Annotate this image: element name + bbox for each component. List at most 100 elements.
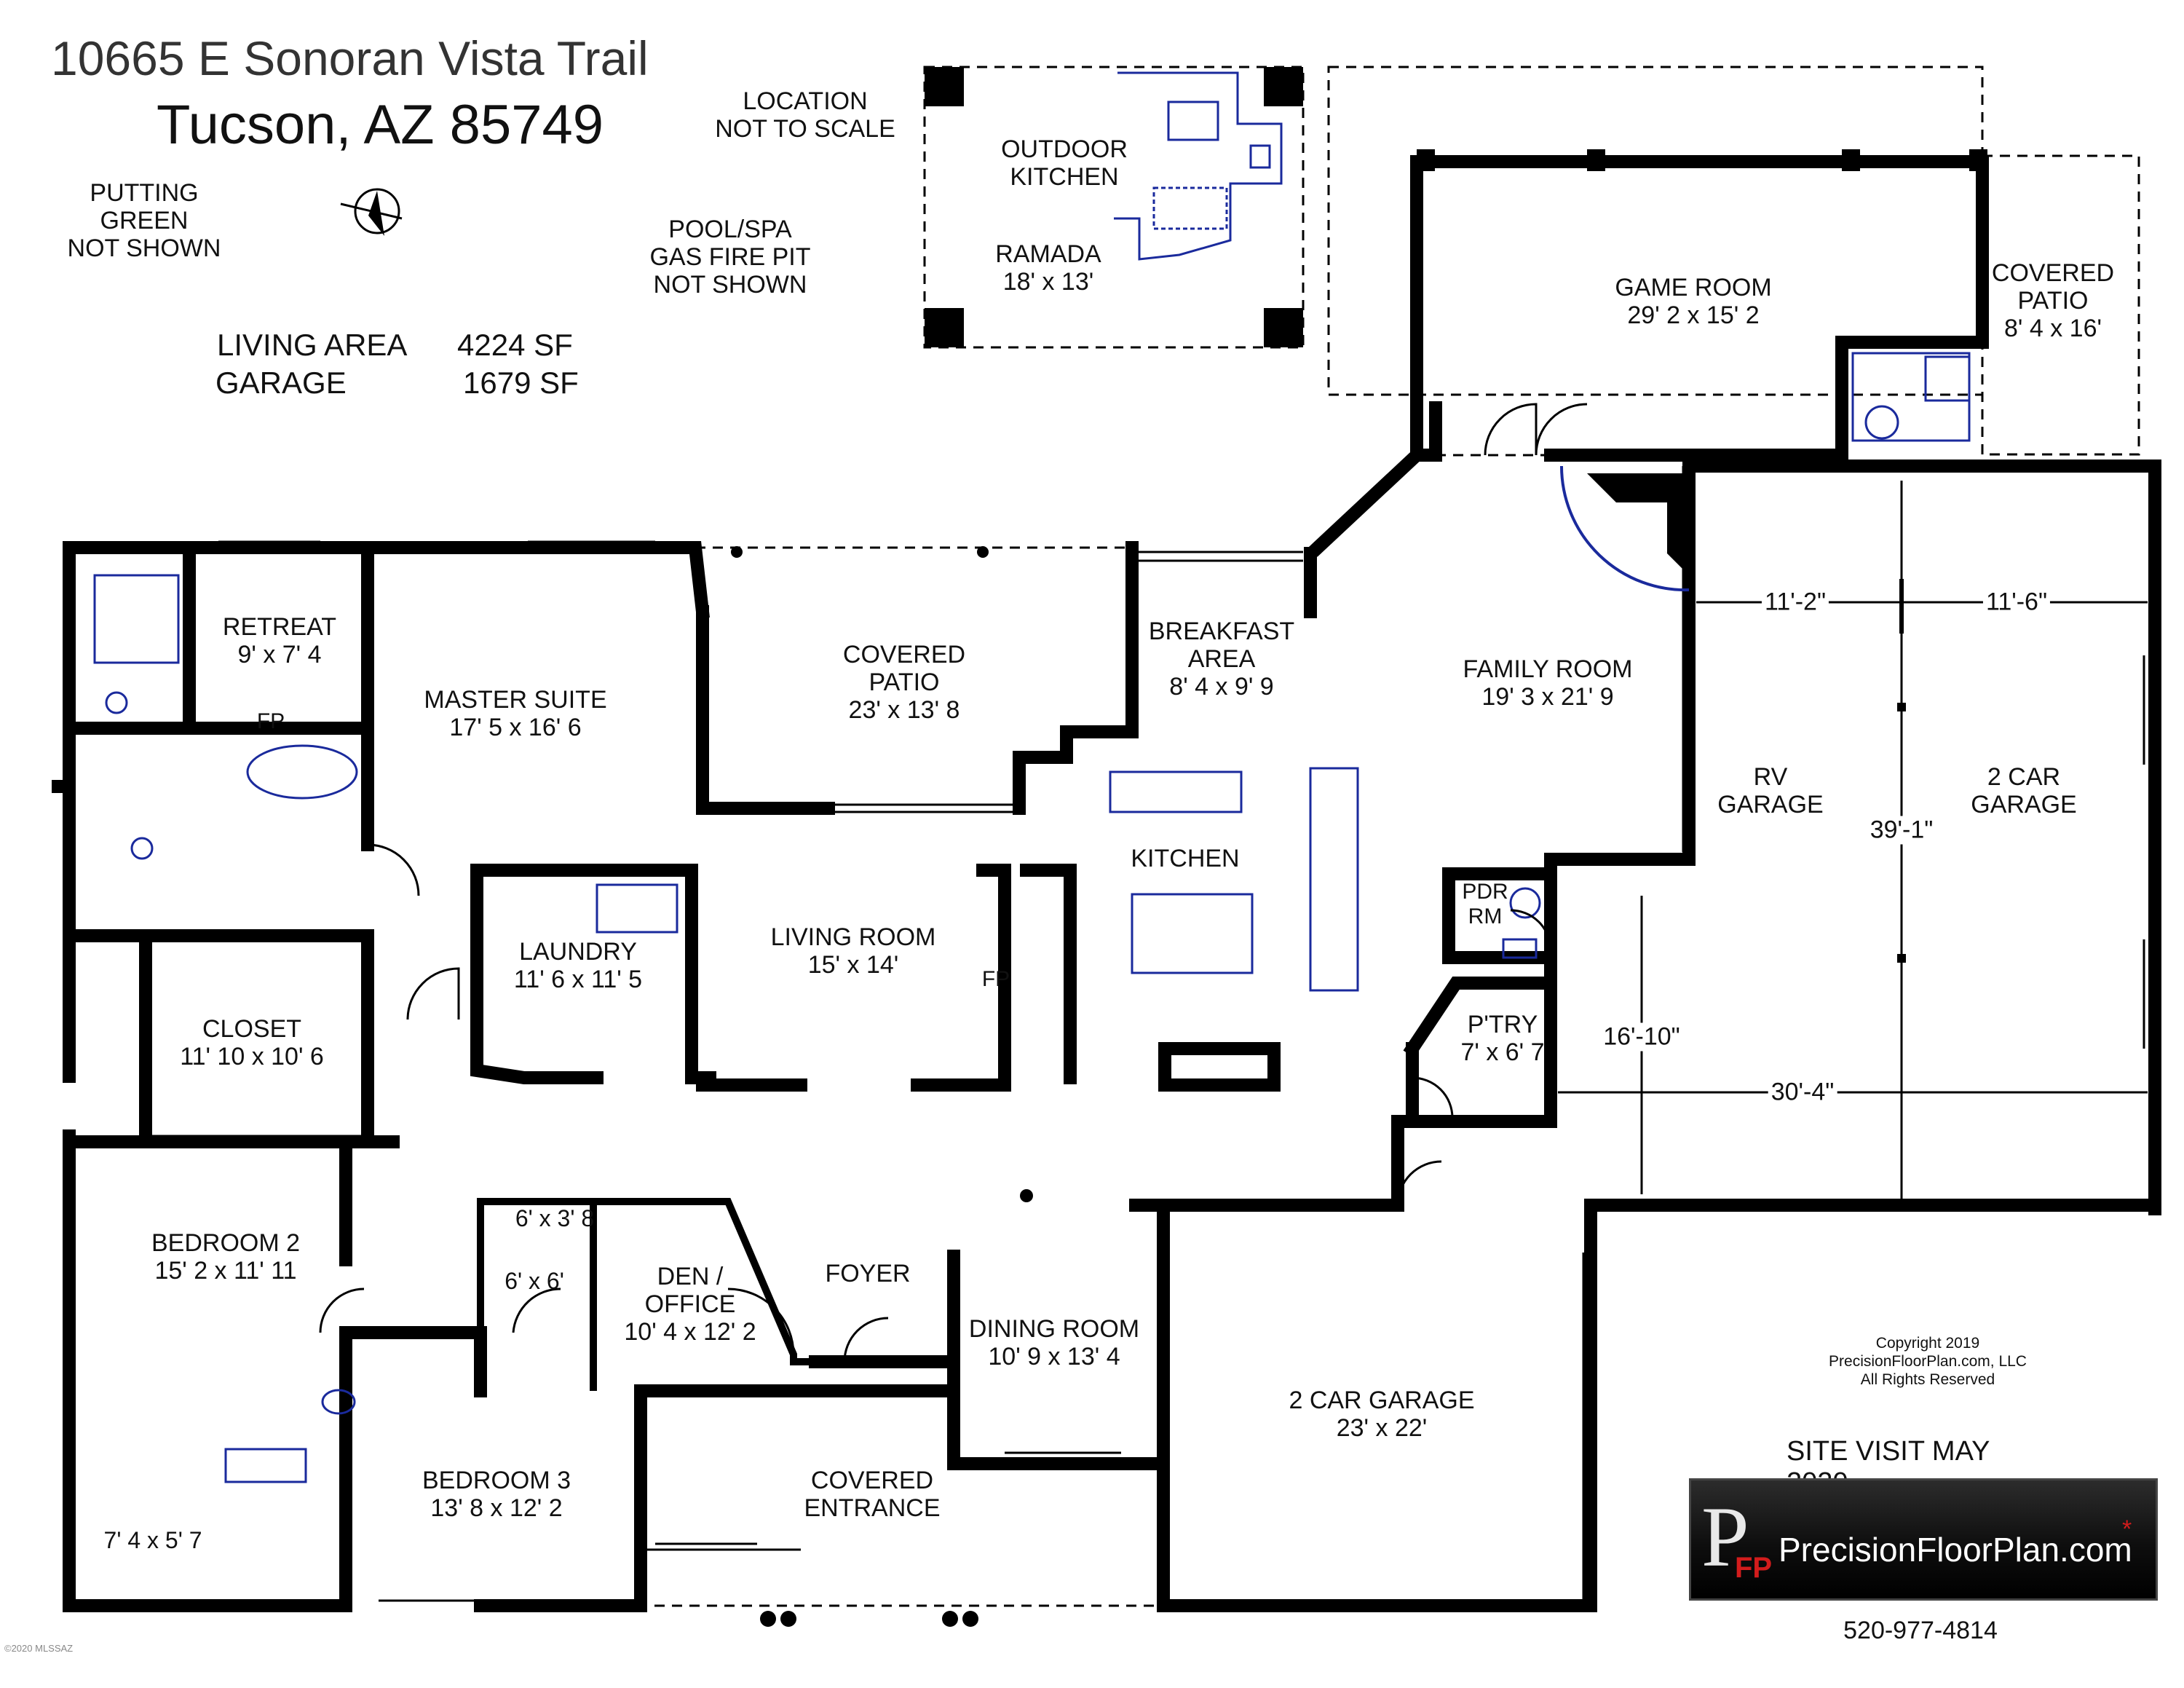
room-name: 2 CAR (1987, 763, 2061, 791)
room-label-breakfast-area: BREAKFAST AREA 8' 4 x 9' 9 (1149, 618, 1294, 701)
copyright-line: Copyright 2019 (1875, 1335, 1980, 1352)
room-label-bedroom-2: BEDROOM 2 15' 2 x 11' 11 (151, 1229, 300, 1285)
room-name: RAMADA (995, 240, 1101, 268)
room-dim: 11' 6 x 11' 5 (513, 966, 643, 994)
room-name: GARAGE (1971, 791, 2077, 819)
room-name: COVERED (810, 1467, 934, 1494)
room-label-game-room: GAME ROOM 29' 2 x 15' 2 (1615, 274, 1771, 329)
garage-total-width-dimension: 30'-4" (1768, 1078, 1837, 1107)
doors (319, 403, 1588, 1362)
location-note: LOCATION NOT TO SCALE (715, 87, 895, 143)
room-name: PDR (1462, 880, 1508, 904)
room-name: BEDROOM 3 (422, 1467, 571, 1494)
room-name: P'TRY (1467, 1011, 1538, 1038)
room-name: RV (1753, 763, 1788, 791)
room-label-covered-patio: COVERED PATIO 23' x 13' 8 (843, 641, 965, 724)
putting-note-line: PUTTING (90, 179, 199, 207)
pool-note-line: NOT SHOWN (653, 271, 807, 299)
garage-area-label: GARAGE (215, 366, 347, 400)
family-room-fireplace (1560, 465, 1690, 592)
room-name: 7' 4 x 5' 7 (103, 1527, 202, 1553)
room-name: BEDROOM 2 (151, 1229, 301, 1257)
putting-green-note: PUTTING GREEN NOT SHOWN (68, 179, 221, 262)
room-label-closet-small-2: 6' x 6' (505, 1268, 564, 1295)
room-name: PATIO (2017, 287, 2089, 315)
brand-logo[interactable]: P FP PrecisionFloorPlan.com * (1689, 1478, 2158, 1601)
rv-width-dimension: 11'-2" (1761, 588, 1829, 617)
room-name: ENTRANCE (804, 1494, 941, 1523)
room-label-family-room: FAMILY ROOM 19' 3 x 21' 9 (1463, 655, 1632, 711)
room-name: 6' x 6' (505, 1268, 564, 1294)
room-name: FOYER (825, 1260, 911, 1287)
room-label-covered-patio-east: COVERED PATIO 8' 4 x 16' (1992, 259, 2114, 342)
room-label-covered-entrance: COVERED ENTRANCE (804, 1467, 940, 1522)
room-name: RETREAT (222, 613, 337, 641)
pool-note-line: POOL/SPA (668, 216, 792, 243)
room-dim: 7' x 6' 7 (1460, 1038, 1545, 1067)
room-name: FAMILY ROOM (1463, 655, 1633, 683)
room-name: AREA (1187, 645, 1256, 674)
room-name: GAME ROOM (1615, 274, 1772, 301)
mls-watermark: ©2020 MLSSAZ (4, 1643, 74, 1654)
room-name: LIVING ROOM (770, 923, 936, 951)
room-name: LAUNDRY (519, 938, 637, 966)
brand-logo-text: PrecisionFloorPlan.com (1779, 1531, 2132, 1569)
room-dim: 11' 10 x 10' 6 (180, 1043, 324, 1071)
room-name: RM (1468, 904, 1503, 928)
bath-fixtures (93, 355, 1971, 1483)
room-dim: 13' 8 x 12' 2 (430, 1494, 563, 1523)
room-name: COVERED (1991, 259, 2115, 287)
room-dim: 18' x 13' (1002, 268, 1094, 296)
room-dim: 9' x 7' 4 (237, 641, 322, 669)
room-name: DEN / (657, 1263, 724, 1290)
room-dim: 29' 2 x 15' 2 (1627, 301, 1760, 330)
room-label-kitchen: KITCHEN (1131, 845, 1239, 872)
fireplace-label-family: FP (1621, 508, 1652, 534)
pool-note-line: GAS FIRE PIT (649, 243, 811, 272)
room-label-two-car-garage-east: 2 CAR GARAGE (1971, 763, 2076, 819)
room-name: 6' x 3' 8 (515, 1205, 595, 1231)
room-name: BREAKFAST (1148, 618, 1295, 645)
fireplace-label-living: FP (981, 967, 1010, 991)
exterior-walls (52, 446, 2161, 1612)
room-name: MASTER SUITE (424, 686, 607, 714)
brand-logo-star: * (2122, 1515, 2132, 1543)
room-name: OFFICE (644, 1290, 736, 1319)
room-label-retreat: RETREAT 9' x 7' 4 (223, 613, 336, 669)
room-dim: 8' 4 x 9' 9 (1169, 673, 1274, 701)
room-name: KITCHEN (1131, 845, 1240, 872)
room-dim: 15' x 14' (807, 951, 899, 979)
room-dim: 23' x 13' 8 (848, 696, 960, 725)
putting-note-line: NOT SHOWN (67, 234, 221, 263)
copyright-notice: Copyright 2019 PrecisionFloorPlan.com, L… (1829, 1334, 2027, 1389)
room-name: 2 CAR GARAGE (1289, 1387, 1475, 1414)
room-label-outdoor-kitchen: OUTDOOR KITCHEN (1001, 135, 1128, 191)
room-label-two-car-garage: 2 CAR GARAGE 23' x 22' (1289, 1387, 1474, 1442)
room-name: PATIO (869, 669, 940, 697)
putting-note-line: GREEN (100, 207, 189, 235)
rv-lower-depth-dimension: 16'-10" (1600, 1022, 1683, 1052)
room-label-rv-garage: RV GARAGE (1717, 763, 1823, 819)
room-label-bedroom-3: BEDROOM 3 13' 8 x 12' 2 (422, 1467, 571, 1522)
room-label-master-suite: MASTER SUITE 17' 5 x 16' 6 (424, 686, 606, 741)
living-area-label: LIVING AREA (217, 328, 408, 362)
room-label-dining-room: DINING ROOM 10' 9 x 13' 4 (969, 1315, 1139, 1370)
garage-width-dimension: 11'-6" (1982, 588, 2051, 617)
room-name: DINING ROOM (968, 1315, 1140, 1343)
room-label-living-room: LIVING ROOM 15' x 14' (771, 923, 936, 979)
room-label-ramada: RAMADA 18' x 13' (995, 240, 1101, 296)
game-room-walls (1327, 66, 1989, 462)
room-label-closet-small-1: 6' x 3' 8 (515, 1205, 595, 1232)
pool-note: POOL/SPA GAS FIRE PIT NOT SHOWN (649, 216, 810, 299)
address-line-2: Tucson, AZ 85749 (157, 94, 604, 156)
fireplace-label-master: FP (256, 709, 285, 733)
room-dim: 15' 2 x 11' 11 (154, 1257, 297, 1285)
room-dim: 19' 3 x 21' 9 (1481, 683, 1614, 711)
garage-area-value: 1679 SF (463, 366, 579, 400)
phone-number[interactable]: 520-977-4814 (1843, 1617, 1998, 1644)
ramada-structure (923, 66, 1305, 349)
room-label-laundry: LAUNDRY 11' 6 x 11' 5 (514, 938, 642, 993)
room-dim: 8' 4 x 16' (2004, 315, 2102, 343)
location-note-line: LOCATION (743, 87, 868, 115)
